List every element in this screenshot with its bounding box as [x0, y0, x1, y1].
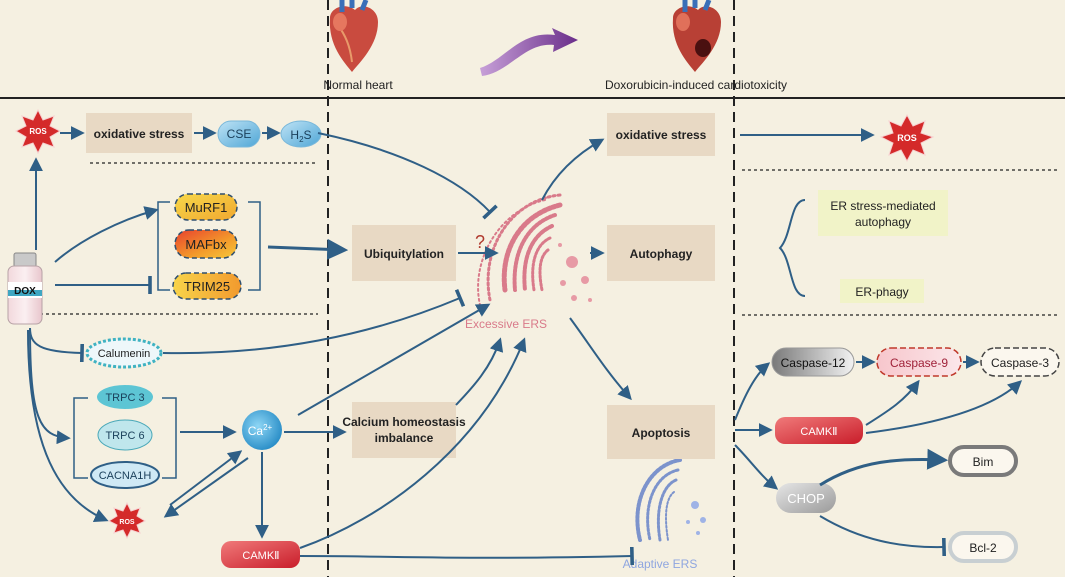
adaptive-er-icon [635, 458, 682, 542]
er-stress-autophagy-box [818, 190, 948, 236]
er-vesicles-blue [686, 501, 706, 535]
er-stress-autophagy-label-1: ER stress-mediated [830, 199, 935, 213]
caspase3-label: Caspase-3 [991, 356, 1049, 370]
calumenin-node [85, 337, 163, 369]
chop-node [776, 483, 836, 513]
mafbx-label: MAFbx [185, 237, 227, 252]
trim25-label: TRIM25 [184, 279, 230, 294]
excessive-ers-label: Excessive ERS [465, 317, 547, 331]
normal-heart-label: Normal heart [323, 78, 393, 92]
bim-node [948, 445, 1018, 477]
dox-label: DOX [14, 286, 36, 297]
calcium-imbalance-box [352, 402, 456, 458]
ros-star-bottom: ROS [107, 501, 147, 540]
dox-heart-label: Doxorubicin-induced cardiotoxicity [605, 78, 787, 92]
trpc3-node [97, 385, 153, 409]
svg-text:ROS: ROS [29, 127, 47, 136]
damaged-heart-icon [672, 0, 721, 73]
normal-heart-icon [329, 0, 378, 73]
cse-node [217, 120, 261, 148]
cacna1h-label: CACNA1H [99, 470, 152, 482]
apoptosis-label: Apoptosis [632, 426, 691, 440]
svg-text:ROS: ROS [897, 133, 917, 143]
autophagy-box [607, 225, 715, 281]
murf1-node [174, 193, 238, 221]
er-phagy-box [840, 279, 924, 303]
calcium-label: Ca2+ [248, 423, 273, 438]
bcl2-label: Bcl-2 [969, 541, 997, 555]
calumenin-label: Calumenin [98, 348, 151, 360]
trpc6-label: TRPC 6 [105, 430, 144, 442]
autophagy-label: Autophagy [630, 247, 693, 261]
arrows [27, 126, 1023, 566]
caspase12-node [771, 347, 855, 377]
caspase3-node [980, 347, 1060, 377]
bcl2-node [948, 531, 1018, 563]
er-vesicles-pink [558, 243, 592, 302]
apoptosis-box [607, 405, 715, 459]
cacna1h-node [90, 461, 160, 489]
brace-icon [778, 199, 806, 297]
question-mark: ? [475, 232, 485, 252]
camkii-node-right [775, 417, 863, 444]
ubiquitylation-box [352, 225, 456, 281]
caspase9-node [876, 347, 962, 377]
caspase9-label: Caspase-9 [890, 356, 948, 370]
svg-text:ROS: ROS [119, 519, 135, 526]
trpc3-label: TRPC 3 [105, 392, 144, 404]
ros-star-right: ROS [879, 113, 935, 163]
camkii-node-left [221, 541, 300, 568]
mafbx-node [174, 229, 238, 259]
oxidative-stress-label-center: oxidative stress [616, 128, 707, 142]
oxidative-stress-box-center [607, 113, 715, 156]
murf1-label: MuRF1 [185, 200, 228, 215]
h2s-label: H2S [290, 128, 311, 144]
cse-label: CSE [227, 127, 252, 141]
ros-star-top: ROS [14, 108, 62, 155]
trpc6-node [97, 419, 153, 451]
camkii-label-right: CAMKⅡ [800, 426, 837, 438]
oxidative-stress-label-left: oxidative stress [94, 127, 185, 141]
calcium-node [242, 410, 282, 450]
progression-arrow-icon [480, 28, 578, 76]
calcium-imbalance-label-2: imbalance [375, 431, 434, 445]
chop-label: CHOP [787, 491, 825, 506]
bim-label: Bim [973, 455, 994, 469]
calcium-imbalance-label-1: Calcium homeostasis [342, 415, 466, 429]
ubiquitylation-label: Ubiquitylation [364, 247, 444, 261]
camkii-label-left: CAMKⅡ [242, 550, 279, 562]
er-stress-autophagy-label-2: autophagy [855, 215, 911, 229]
caspase12-label: Caspase-12 [781, 356, 846, 370]
adaptive-ers-label: Adaptive ERS [623, 557, 698, 571]
oxidative-stress-box-left [86, 113, 192, 153]
trim25-node [172, 272, 242, 300]
dox-vial-icon [7, 252, 43, 325]
er-phagy-label: ER-phagy [855, 285, 908, 299]
